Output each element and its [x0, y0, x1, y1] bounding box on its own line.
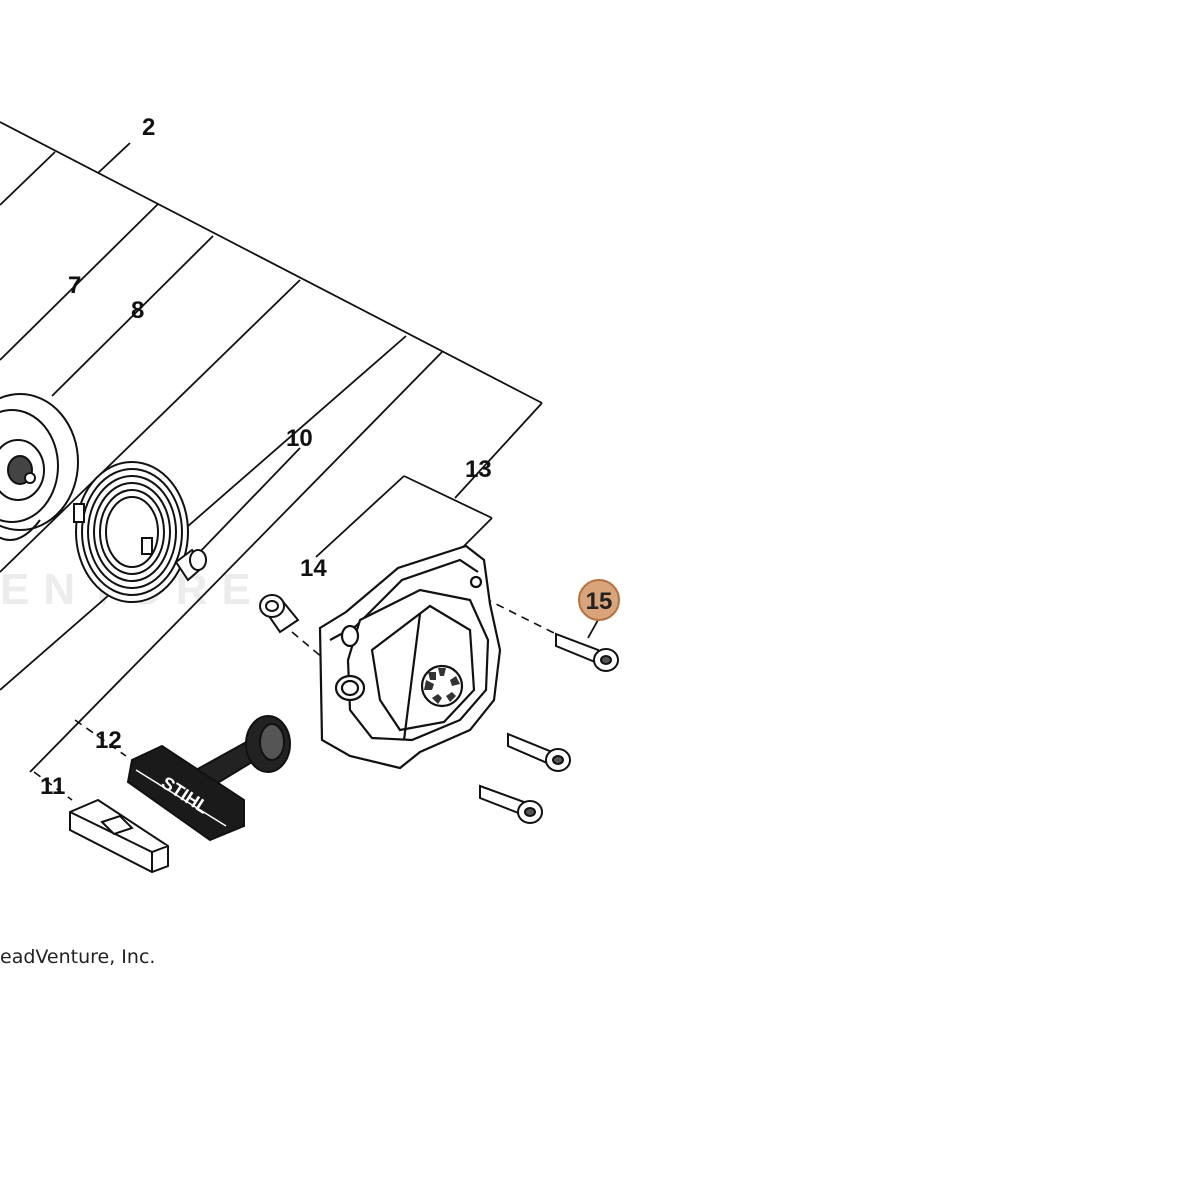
screw-highlighted — [555, 632, 619, 672]
copyright-text: eadVenture, Inc. — [0, 946, 156, 968]
callout-2: 2 — [142, 114, 155, 141]
callout-7: 7 — [68, 272, 81, 299]
callout-13: 13 — [465, 456, 492, 483]
callout-12: 12 — [95, 727, 122, 754]
callout-15-highlight — [578, 579, 620, 621]
callout-11: 11 — [40, 773, 65, 800]
callout-8: 8 — [131, 297, 144, 324]
screw-lower — [479, 784, 543, 824]
leader-lines — [0, 121, 599, 773]
starter-handle: STIHL — [126, 715, 291, 842]
callout-14: 14 — [300, 555, 327, 582]
screw-middle — [507, 732, 571, 772]
washer — [259, 594, 300, 634]
rewind-spring — [73, 461, 189, 603]
bushing — [174, 548, 207, 582]
fan-housing — [318, 544, 502, 770]
callout-10: 10 — [286, 425, 313, 452]
callout-15: 15 — [586, 588, 613, 615]
rope-spool — [0, 393, 79, 541]
grip-insert — [69, 798, 169, 874]
